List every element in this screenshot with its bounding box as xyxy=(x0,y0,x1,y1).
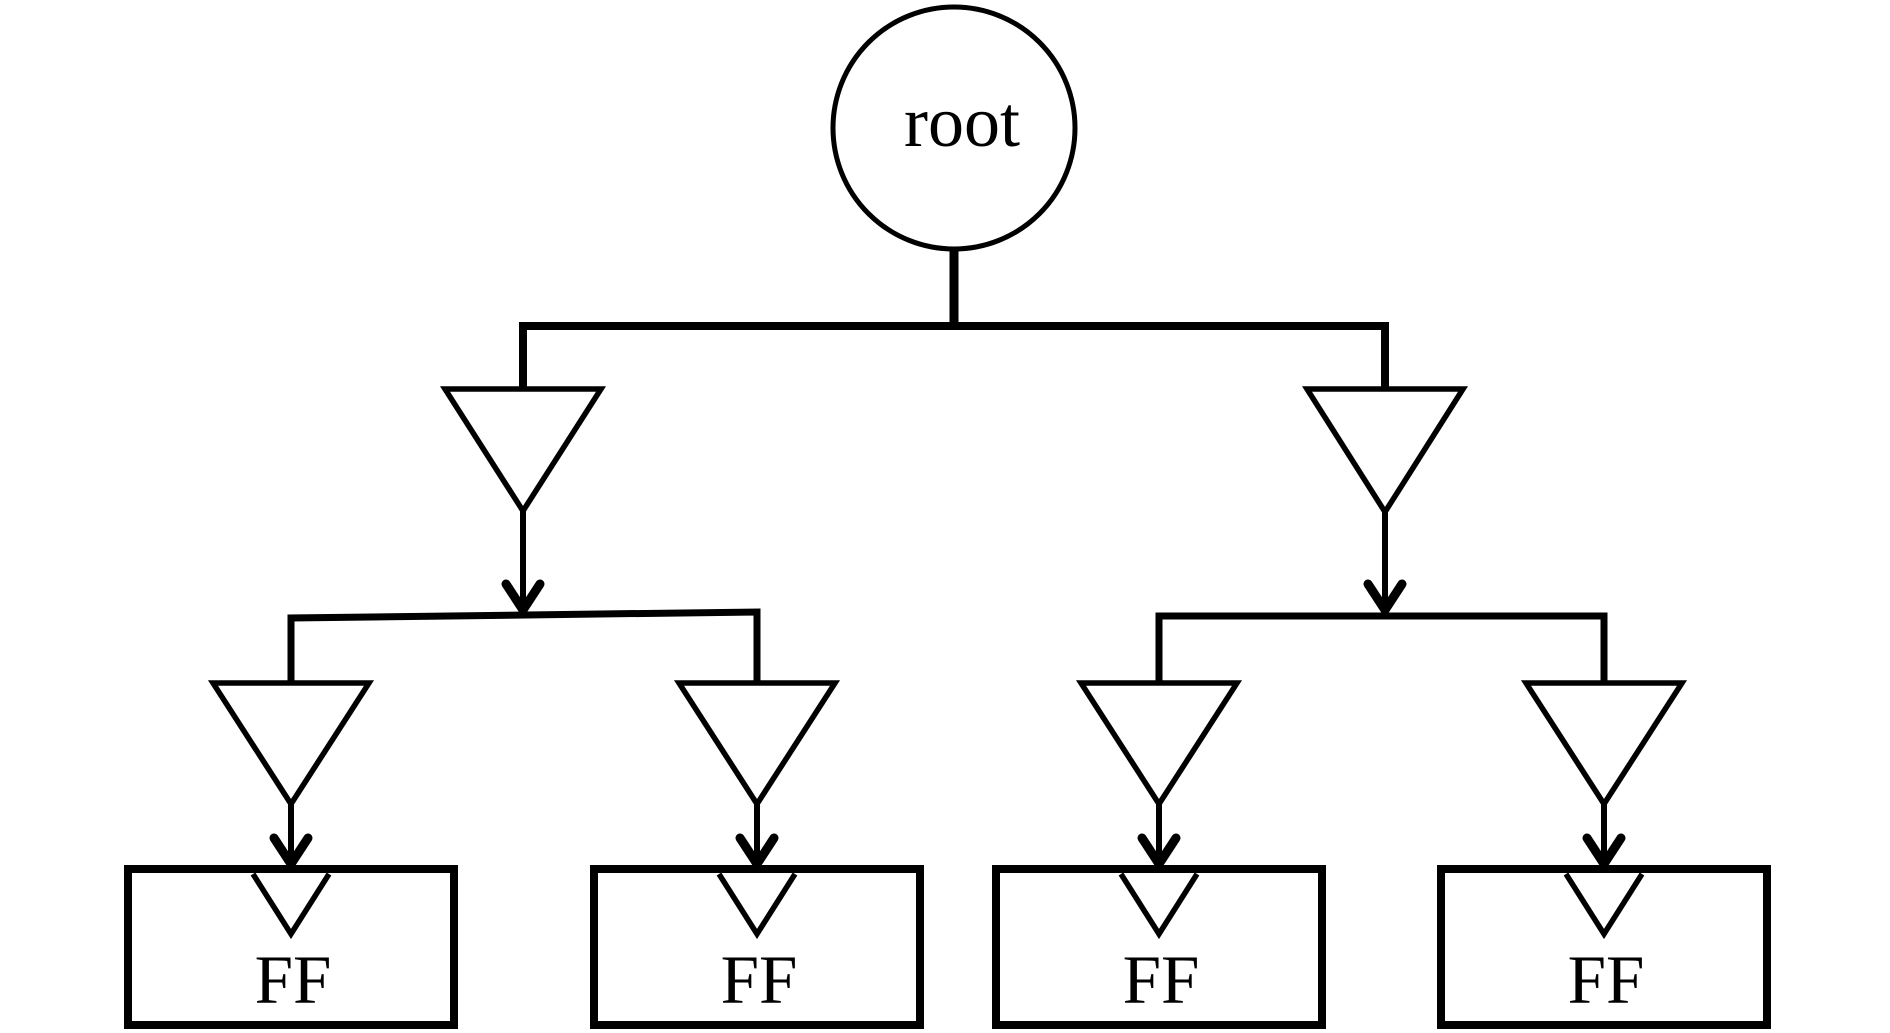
level1-buffer-right xyxy=(1301,386,1469,615)
root-node-label: root xyxy=(904,82,1020,162)
level1-buffer-left xyxy=(439,386,607,615)
level2-branch-right-line xyxy=(1155,612,1608,686)
leaf-unit-2: FF xyxy=(590,680,924,1029)
level2-branch-left-line xyxy=(287,608,761,686)
clock-input-notch-icon xyxy=(250,872,332,940)
ff-box-label: FF xyxy=(1123,942,1200,1018)
clock-input-notch-icon xyxy=(1118,872,1200,940)
ff-box xyxy=(992,865,1326,1029)
ff-box xyxy=(124,865,458,1029)
arrowhead-down-icon xyxy=(1137,833,1181,869)
buffer-triangle-icon xyxy=(1075,680,1243,810)
level1-branch-line xyxy=(519,322,1389,392)
clock-input-notch-icon xyxy=(716,872,798,940)
clock-input-notch-icon xyxy=(1563,872,1645,940)
root-node: root xyxy=(830,4,1078,252)
ff-box-label: FF xyxy=(1568,942,1645,1018)
ff-box xyxy=(590,865,924,1029)
arrowhead-down-icon xyxy=(735,833,779,869)
buffer-triangle-icon xyxy=(1301,386,1469,518)
ff-box-label: FF xyxy=(721,942,798,1018)
ff-box-label: FF xyxy=(255,942,332,1018)
buffer-triangle-icon xyxy=(1520,680,1688,810)
buffer-triangle-icon xyxy=(673,680,841,810)
ff-box xyxy=(1437,865,1771,1029)
arrowhead-down-icon xyxy=(501,579,545,615)
buffer-triangle-icon xyxy=(207,680,375,810)
leaf-unit-1: FF xyxy=(124,680,458,1029)
leaf-unit-3: FF xyxy=(992,680,1326,1029)
arrowhead-down-icon xyxy=(1363,579,1407,615)
arrowhead-down-icon xyxy=(1582,833,1626,869)
leaf-unit-4: FF xyxy=(1437,680,1771,1029)
buffer-triangle-icon xyxy=(439,386,607,517)
arrowhead-down-icon xyxy=(269,833,313,869)
